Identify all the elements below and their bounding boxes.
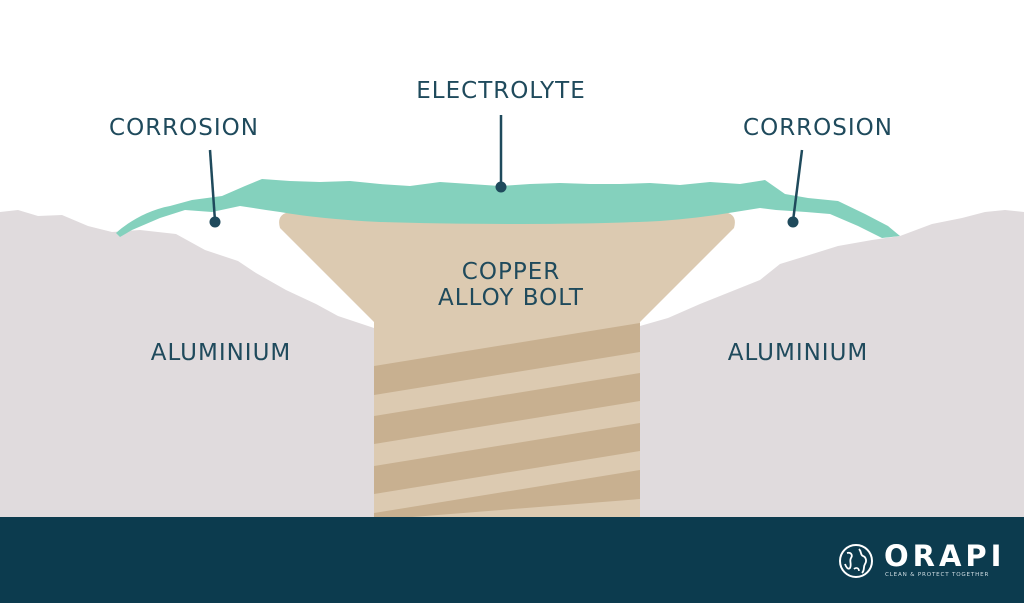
corrosion-left-label: CORROSION: [109, 115, 259, 141]
footer-band: [0, 517, 1024, 603]
electrolyte-label: ELECTROLYTE: [416, 78, 586, 104]
electrolyte-layer: [116, 179, 900, 238]
leader-dots: [209, 181, 799, 228]
aluminium-left-plate: [0, 210, 374, 520]
bolt-threads: [374, 323, 640, 520]
leader-lines: [208, 115, 804, 222]
orapi-logo: ORAPI CLEAN & PROTECT TOGETHER: [838, 539, 1001, 585]
logo-tagline: CLEAN & PROTECT TOGETHER: [885, 572, 990, 578]
bolt-label-line1: COPPER: [461, 259, 561, 285]
bolt-label-line2: ALLOY BOLT: [438, 285, 584, 311]
aluminium-right-plate: [640, 210, 1024, 520]
aluminium-right-label: ALUMINIUM: [727, 340, 869, 366]
aluminium-left-label: ALUMINIUM: [150, 340, 292, 366]
logo-wordmark: ORAPI: [884, 539, 1006, 573]
corrosion-right-label: CORROSION: [743, 115, 893, 141]
globe-icon: [839, 544, 873, 578]
